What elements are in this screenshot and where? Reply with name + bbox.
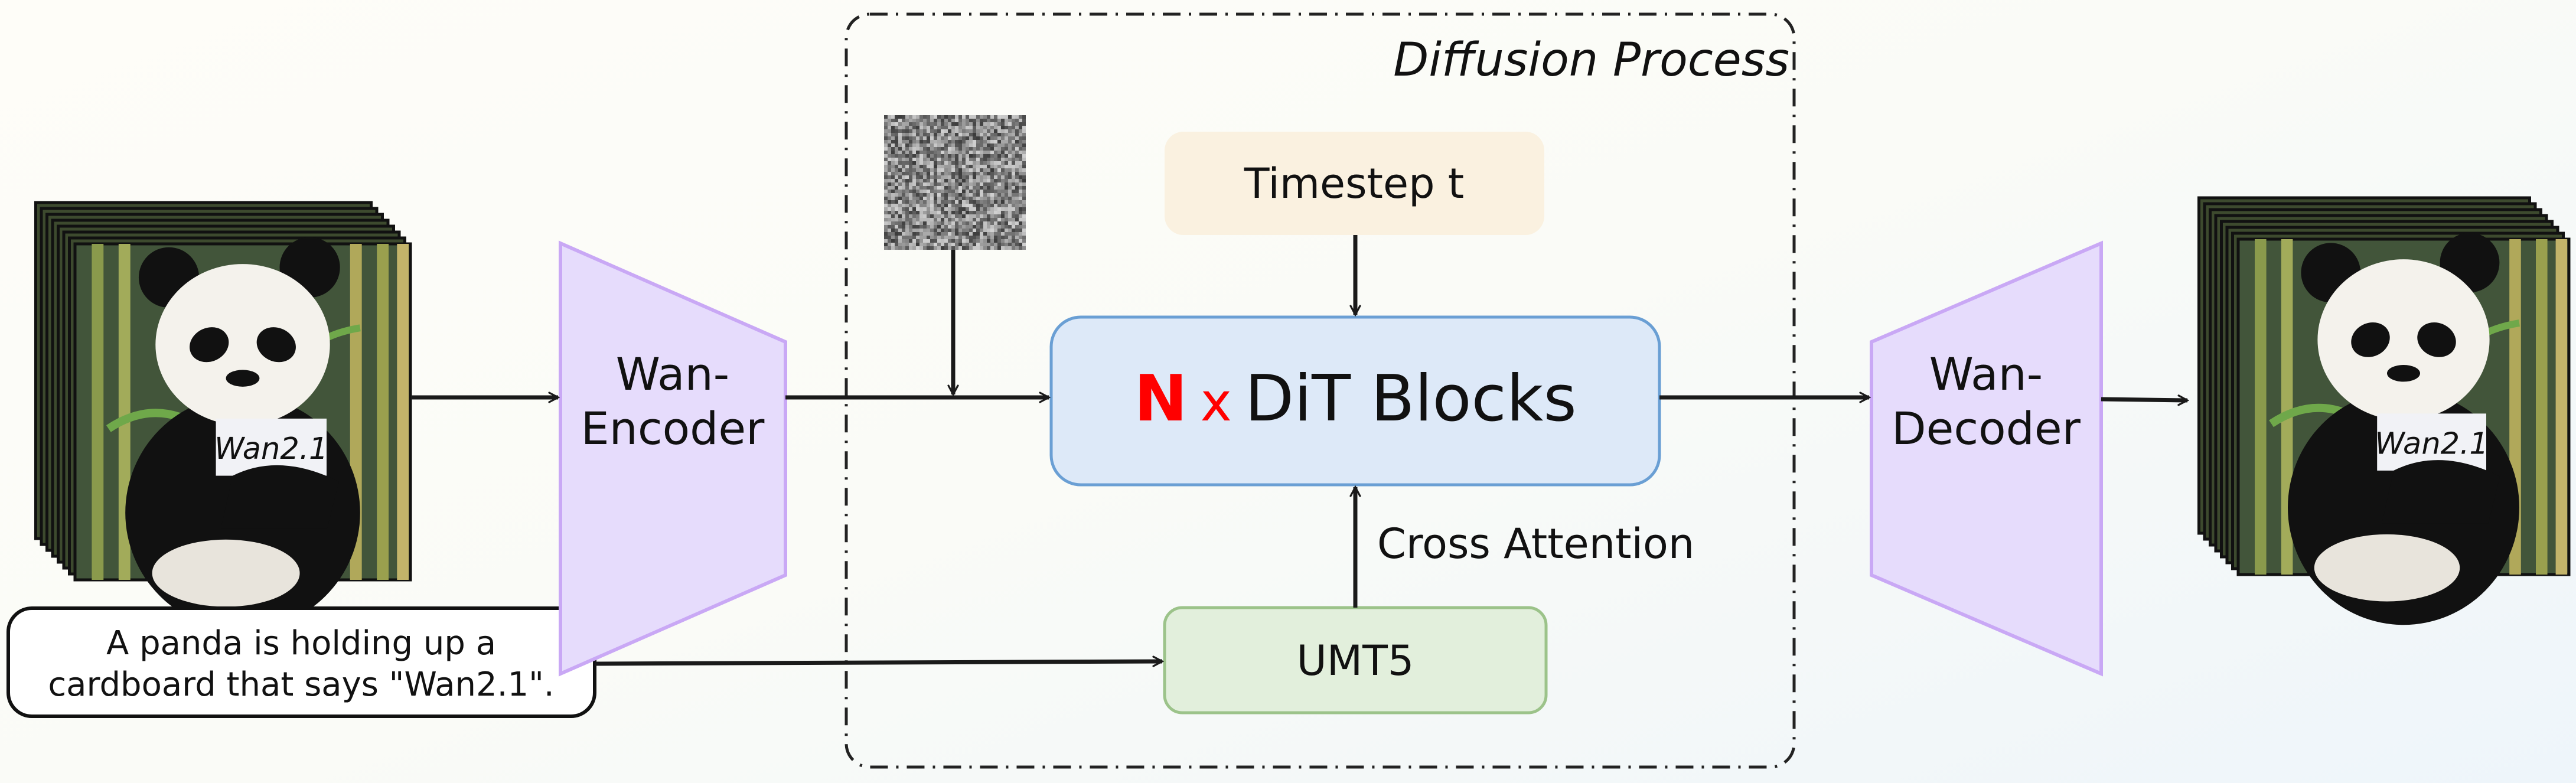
sign-text: Wan2.1 [2375,427,2488,462]
dit-n: N [1134,362,1187,436]
dit-x: x [1201,371,1232,433]
wan-encoder: Wan- Encoder [559,240,787,677]
output-video-frames: Wan2.1 [2197,196,2571,625]
panda-frame: Wan2.1 [2236,233,2571,625]
prompt-line-1: A panda is holding up a [106,624,496,663]
timestep-label: Timestep t [1244,159,1464,208]
decoder-label-line-2: Decoder [1892,402,2081,455]
wan-decoder: Wan- Decoder [1870,240,2103,677]
timestep-box: Timestep t [1165,132,1544,235]
umt5-box: UMT5 [1163,606,1548,715]
arrow-decoder-to-video [2101,399,2187,400]
umt5-label: UMT5 [1297,637,1414,685]
prompt-text-box: A panda is holding up a cardboard that s… [6,606,596,718]
arrow-prompt-to-umt5 [594,661,1162,664]
dit-blocks-text: DiT Blocks [1245,362,1577,436]
encoder-label-line-1: Wan- [616,348,729,400]
noise-latent-image [884,115,1026,250]
diffusion-process-label: Diffusion Process [1393,34,1789,87]
sign-text: Wan2.1 [214,432,328,466]
encoder-label-line-2: Encoder [581,402,765,455]
panda-frame: Wan2.1 [73,237,412,631]
prompt-line-2: cardboard that says "Wan2.1". [48,665,554,704]
diffusion-process-container [844,12,1796,769]
cross-attention-label: Cross Attention [1377,520,1694,568]
decoder-label-line-1: Wan- [1929,348,2043,400]
arrows [411,235,2187,664]
input-video-frames: Wan2.1 [34,201,412,631]
